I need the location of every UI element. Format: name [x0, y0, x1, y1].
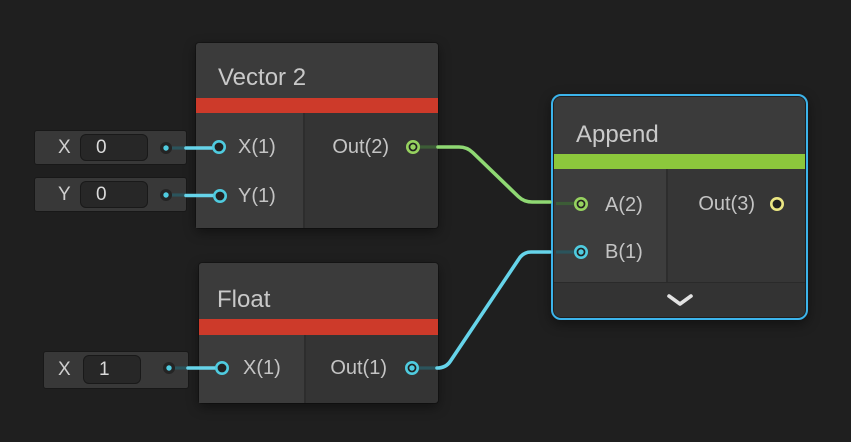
- edge-vector2-out-to-append-a[interactable]: [420, 145, 574, 206]
- node-append-inner: Append A(2) B(1) Out(3): [554, 97, 805, 317]
- node-expand-button[interactable]: [658, 288, 702, 312]
- output-port-label: Out(2): [332, 136, 389, 158]
- node-vector2-header[interactable]: [196, 43, 438, 98]
- port-vector2-out-output[interactable]: [405, 140, 420, 155]
- port-append-b-input[interactable]: [573, 245, 588, 260]
- node-input-column: [554, 169, 668, 283]
- node-footer: [554, 282, 805, 317]
- chevron-down-icon: [666, 294, 693, 306]
- node-title: Append: [576, 121, 659, 148]
- node-accent-bar: [199, 319, 438, 335]
- widget-connector-dot[interactable]: [160, 189, 172, 201]
- widget-connector-dot[interactable]: [160, 142, 172, 154]
- port-float-out-output[interactable]: [404, 360, 419, 375]
- input-port-label: X(1): [243, 357, 281, 379]
- port-vector2-y-input[interactable]: [213, 189, 228, 204]
- port-append-a-input[interactable]: [573, 197, 588, 212]
- input-port-label: B(1): [605, 241, 643, 263]
- value-input[interactable]: [83, 355, 141, 384]
- node-float-header[interactable]: [199, 263, 438, 319]
- port-append-out-output[interactable]: [769, 197, 784, 212]
- widget-connector-dot[interactable]: [163, 362, 175, 374]
- node-accent-bar: [196, 98, 438, 113]
- node-append-header[interactable]: [554, 97, 805, 154]
- widget-label: X: [58, 359, 71, 380]
- input-port-label: A(2): [605, 194, 643, 216]
- value-input[interactable]: [80, 181, 148, 208]
- node-input-column: [196, 113, 305, 228]
- node-accent-bar: [554, 154, 805, 169]
- input-port-label: X(1): [238, 136, 276, 158]
- output-port-label: Out(1): [330, 357, 387, 379]
- value-input[interactable]: [80, 134, 148, 161]
- node-title: Vector 2: [218, 64, 307, 91]
- widget-label: X: [58, 137, 71, 158]
- port-vector2-x-input[interactable]: [212, 140, 227, 155]
- edge-widget-y-to-vector2-y[interactable]: [172, 193, 215, 198]
- node-vector2[interactable]: Vector 2 X(1) Y(1) Out(2): [196, 43, 438, 228]
- port-float-x-input[interactable]: [215, 360, 230, 375]
- edge-float-out-to-append-b[interactable]: [419, 250, 574, 370]
- node-title: Float: [217, 286, 271, 313]
- input-port-label: Y(1): [238, 185, 276, 207]
- node-append[interactable]: Append A(2) B(1) Out(3): [551, 94, 808, 320]
- output-port-label: Out(3): [698, 193, 755, 215]
- widget-label: Y: [58, 184, 71, 205]
